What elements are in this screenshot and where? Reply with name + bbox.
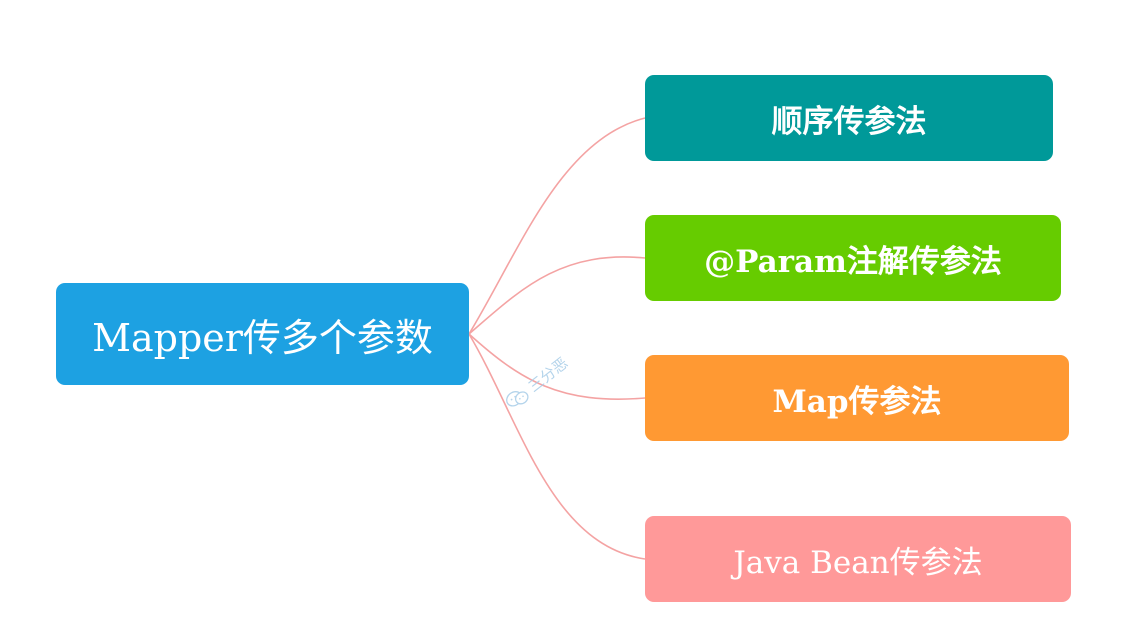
- connector-to-branch-1: [468, 117, 646, 335]
- connector-to-branch-4: [468, 333, 646, 560]
- branch-node-label: Java Bean传参法: [733, 544, 983, 581]
- branch-node-param-annotation[interactable]: @Param注解传参法: [645, 215, 1061, 301]
- branch-node-label: @Param注解传参法: [704, 243, 1002, 280]
- connector-to-branch-2: [468, 256, 646, 335]
- branch-node-map[interactable]: Map传参法: [645, 355, 1069, 441]
- root-node-label: Mapper传多个参数: [92, 315, 433, 360]
- root-node[interactable]: Mapper传多个参数: [56, 283, 469, 385]
- branch-node-java-bean[interactable]: Java Bean传参法: [645, 516, 1071, 602]
- watermark: 三分恶: [502, 352, 572, 414]
- branch-node-label: Map传参法: [772, 383, 942, 420]
- connector-to-branch-3: [468, 333, 646, 400]
- branch-node-label: 顺序传参法: [771, 103, 927, 140]
- branch-node-sequential[interactable]: 顺序传参法: [645, 75, 1053, 161]
- wechat-icon: [505, 390, 529, 407]
